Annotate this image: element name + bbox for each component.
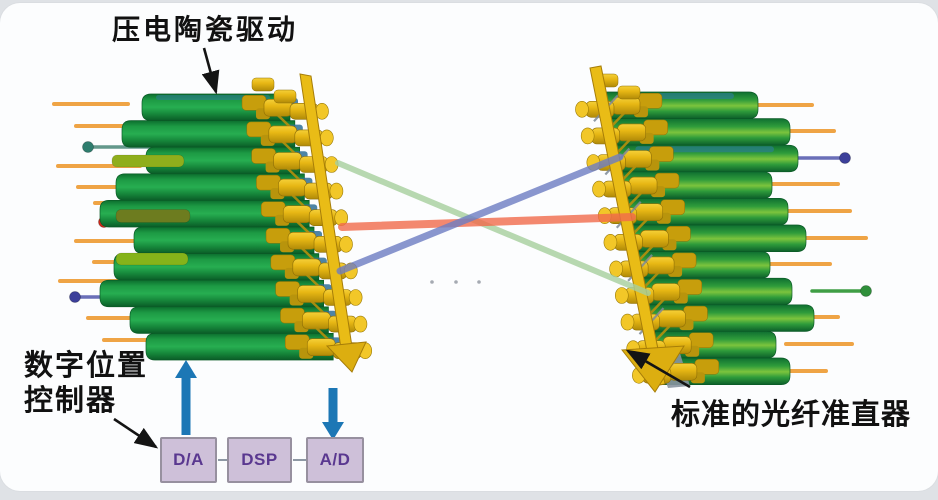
piezo-drive-label: 压电陶瓷驱动: [112, 14, 299, 45]
controller-chain-graphics: [175, 360, 344, 461]
da-converter-box: D/A: [160, 437, 217, 483]
beam-red: [338, 213, 636, 231]
beam-blue: [336, 153, 624, 275]
ellipsis-dots: [430, 280, 481, 284]
dsp-box: DSP: [227, 437, 292, 483]
controller-label-line1: 数字位置: [24, 350, 149, 382]
right-fiber-pigtails: [754, 103, 872, 373]
annotation-arrows: [113, 47, 691, 449]
controller-label-line2: 控制器: [24, 385, 118, 417]
fiber-collimator-label: 标准的光纤准直器: [671, 399, 912, 431]
right-collimator-cluster: [575, 65, 720, 393]
digital-position-controller-label: 数字位置 控制器: [24, 349, 148, 419]
left-collimator-cluster: [241, 73, 373, 373]
ad-converter-box: A/D: [306, 437, 364, 483]
beam-green: [335, 160, 651, 296]
optical-beams: [335, 153, 651, 296]
